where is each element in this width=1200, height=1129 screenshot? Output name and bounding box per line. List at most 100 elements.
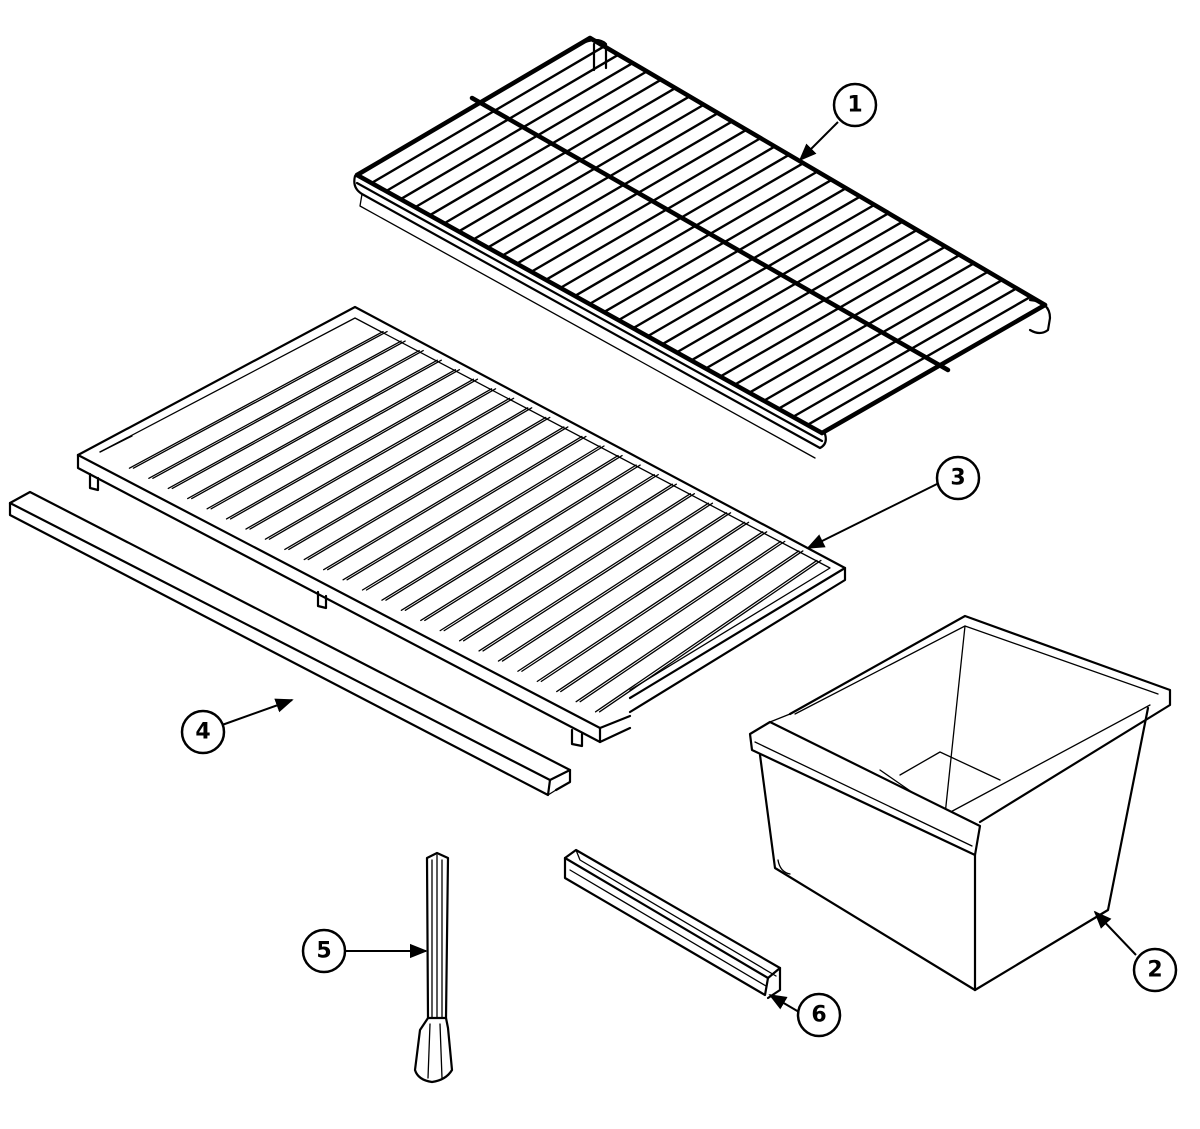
shelf-slat <box>458 493 692 642</box>
shelf-wire <box>631 195 862 330</box>
shelf-slat <box>128 330 384 469</box>
drawer-handle-icon <box>563 848 782 1000</box>
shelf-slat <box>594 559 818 713</box>
callout-4-label: 4 <box>195 720 210 745</box>
shelf-slat <box>323 426 565 571</box>
shelf-slat <box>225 378 475 520</box>
shelf-slat <box>365 445 605 591</box>
leader-6 <box>768 994 800 1013</box>
callout-3: 3 <box>935 455 981 501</box>
shelf-wire <box>806 295 1032 427</box>
shelf-wire <box>777 278 1004 411</box>
leader-2 <box>1093 910 1137 956</box>
callout-1: 1 <box>832 82 878 128</box>
shelf-slat <box>521 521 750 672</box>
shelf-slat <box>303 416 547 561</box>
shelf-slat <box>536 531 764 683</box>
shelf-slat <box>439 483 673 632</box>
callout-4: 4 <box>180 709 226 755</box>
shelf-slat <box>501 512 732 662</box>
shelf-slat <box>148 340 402 479</box>
shelf-wire <box>442 86 677 225</box>
shelf-wire <box>660 212 890 346</box>
shelf-wire <box>602 178 833 314</box>
shelf-slat <box>132 330 388 469</box>
shelf-slat <box>167 349 420 490</box>
leader-4 <box>221 698 294 726</box>
callout-6-label: 6 <box>811 1003 826 1028</box>
shelf-slat <box>598 559 822 713</box>
shelf-wire <box>762 270 990 402</box>
callout-6-circle <box>796 992 842 1038</box>
shelf-wire <box>690 228 919 362</box>
shelf-wire <box>384 53 620 193</box>
shelf-slat <box>556 540 782 693</box>
shelf-wire <box>588 170 819 306</box>
shelf-slat <box>540 531 768 683</box>
shelf-wire <box>733 253 961 386</box>
shelf-slat <box>191 359 442 500</box>
shelf-slat <box>171 349 424 490</box>
support-post-icon <box>413 851 454 1084</box>
shelf-slat <box>229 378 479 520</box>
shelf-slat <box>462 493 696 642</box>
shelf-wire <box>544 145 777 282</box>
shelf-slat <box>381 454 619 601</box>
shelf-wire <box>370 45 606 185</box>
callout-2-circle <box>1132 947 1178 993</box>
shelf-trim-rail-icon <box>8 490 572 797</box>
shelf-slat <box>424 473 659 622</box>
shelf-slat <box>206 369 457 510</box>
shelf-wire <box>748 262 976 394</box>
callout-1-label: 1 <box>847 93 862 118</box>
shelf-wire <box>530 136 762 273</box>
shelf-slat <box>342 435 583 581</box>
callout-5: 5 <box>301 928 347 974</box>
shelf-slat <box>361 445 601 591</box>
callout-3-label: 3 <box>950 466 965 491</box>
leader-lines <box>221 121 1137 1013</box>
shelf-slat <box>346 435 587 581</box>
shelf-wire <box>515 128 748 265</box>
shelf-slat <box>478 502 710 652</box>
shelf-slat <box>307 416 551 561</box>
shelf-slat <box>575 550 800 703</box>
shelf-slat <box>404 464 641 611</box>
callout-3-circle <box>935 455 981 501</box>
callout-6: 6 <box>796 992 842 1038</box>
shelf-wire <box>617 186 848 322</box>
slotted-shelf-icon <box>76 305 847 748</box>
shelf-wire <box>559 153 791 290</box>
shelf-wire <box>457 95 691 233</box>
shelf-wire <box>399 61 634 201</box>
shelf-wire <box>413 70 649 209</box>
wire-shelf-icon <box>353 35 1052 459</box>
shelf-wire <box>646 203 876 338</box>
shelf-slat <box>560 540 786 693</box>
shelf-slat <box>187 359 438 500</box>
shelf-slat <box>288 407 533 551</box>
leader-1 <box>798 121 839 162</box>
callout-5-circle <box>301 928 347 974</box>
shelf-slat <box>579 550 804 703</box>
shelf-slat <box>245 388 493 530</box>
shelf-slat <box>517 521 746 672</box>
shelf-wire <box>573 161 805 298</box>
shelf-slat <box>264 397 511 540</box>
shelf-wire <box>501 120 734 257</box>
callout-4-circle <box>180 709 226 755</box>
shelf-wire <box>719 245 947 378</box>
shelf-wire <box>791 287 1018 419</box>
shelf-wire <box>472 103 705 241</box>
callout-2-label: 2 <box>1147 958 1162 983</box>
shelf-slat <box>268 397 515 540</box>
shelf-slat <box>210 369 461 510</box>
shelf-wire <box>428 78 663 217</box>
shelf-slat <box>152 340 406 479</box>
shelf-wire <box>675 220 905 354</box>
shelf-slat <box>443 483 677 632</box>
shelf-slat <box>327 426 569 571</box>
shelf-slat <box>249 388 497 530</box>
